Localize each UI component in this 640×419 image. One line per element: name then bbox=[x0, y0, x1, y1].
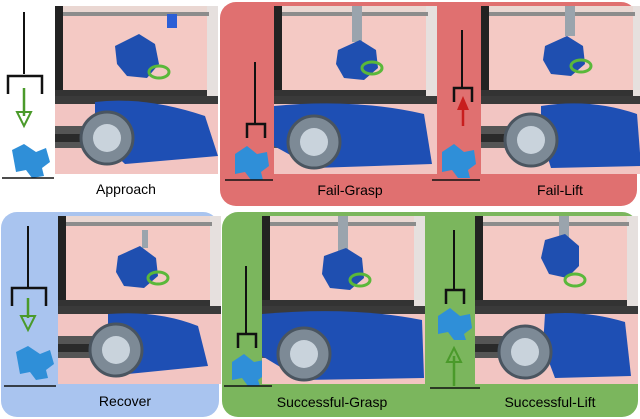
photo-successful-grasp bbox=[262, 216, 425, 384]
photo-approach bbox=[55, 6, 218, 174]
caption-approach: Approach bbox=[96, 181, 156, 197]
gripper-diagram-fail-lift bbox=[432, 30, 480, 187]
caption-successful-lift: Successful-Lift bbox=[504, 394, 596, 410]
gripper-diagram-approach bbox=[2, 12, 54, 187]
photo-fail-grasp bbox=[274, 6, 437, 174]
gripper-diagram-fail-grasp bbox=[225, 62, 273, 187]
caption-recover: Recover bbox=[98, 393, 152, 409]
gripper-diagram-successful-lift bbox=[430, 230, 480, 395]
photo-recover bbox=[58, 216, 221, 384]
photo-fail-lift bbox=[481, 6, 640, 174]
gripper-diagram-recover bbox=[4, 226, 56, 393]
caption-successful-grasp: Successful-Grasp bbox=[276, 394, 388, 410]
gripper-diagram-successful-grasp bbox=[224, 266, 272, 395]
caption-fail-grasp: Fail-Grasp bbox=[317, 182, 383, 198]
caption-fail-lift: Fail-Lift bbox=[537, 182, 583, 198]
photo-successful-lift bbox=[475, 216, 638, 384]
